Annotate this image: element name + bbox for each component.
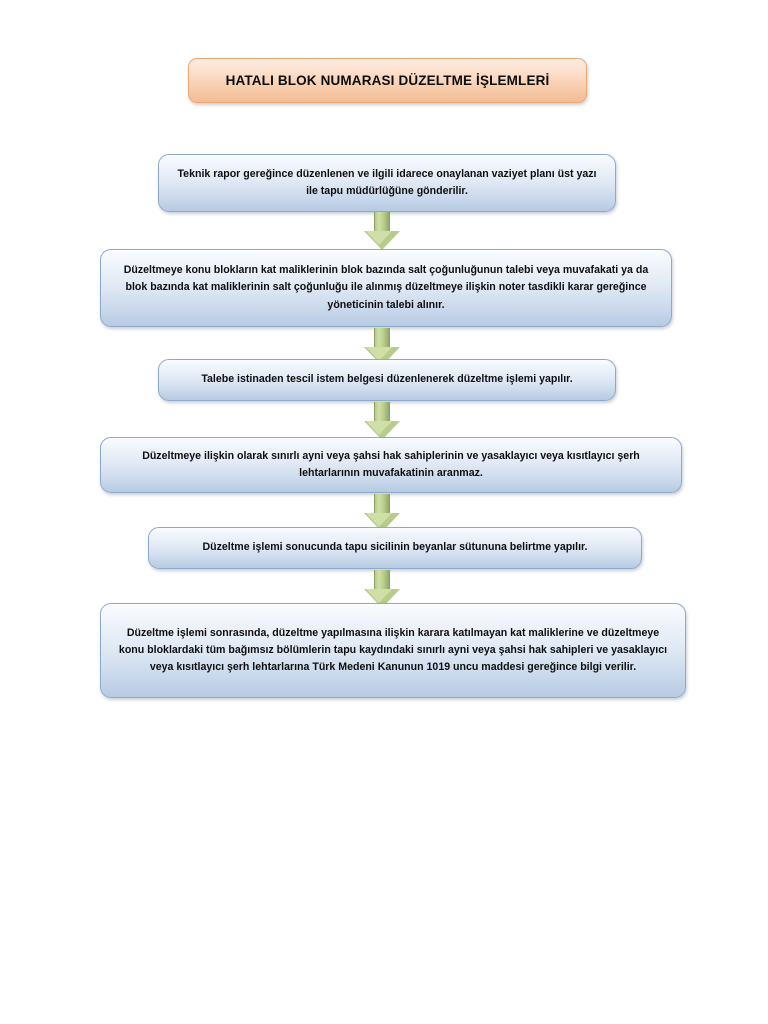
flow-step-text-1: Teknik rapor gereğince düzenlenen ve ilg… [177,167,597,197]
flow-step-box-1: Teknik rapor gereğince düzenlenen ve ilg… [158,154,616,212]
arrow-shaft [374,402,390,422]
flow-step-text-4: Düzeltmeye ilişkin olarak sınırlı ayni v… [142,449,640,479]
arrow-head-highlight [366,347,392,361]
flow-step-text-2: Düzeltmeye konu blokların kat maliklerin… [123,264,649,311]
flow-step-box-3: Talebe istinaden tescil istem belgesi dü… [158,359,616,401]
arrow-head-highlight [366,231,392,245]
arrow-shaft [374,570,390,590]
flowchart-title-text: HATALI BLOK NUMARASI DÜZELTME İŞLEMLERİ [225,73,550,88]
flow-step-text-6: Düzeltme işlemi sonrasında, düzeltme yap… [118,626,668,674]
arrow-head-highlight [366,589,392,603]
flow-step-box-2: Düzeltmeye konu blokların kat maliklerin… [100,249,672,327]
arrow-down-icon-1 [364,212,400,250]
arrow-shaft [374,212,390,232]
flow-step-text-5: Düzeltme işlemi sonucunda tapu sicilinin… [202,541,588,554]
arrow-shaft [374,328,390,348]
flowchart-title-banner: HATALI BLOK NUMARASI DÜZELTME İŞLEMLERİ [188,58,587,103]
flow-step-box-5: Düzeltme işlemi sonucunda tapu sicilinin… [148,527,642,569]
flow-step-box-6: Düzeltme işlemi sonrasında, düzeltme yap… [100,603,686,698]
arrow-head-highlight [366,513,392,527]
arrow-down-icon-3 [364,402,400,440]
flow-step-box-4: Düzeltmeye ilişkin olarak sınırlı ayni v… [100,437,682,493]
flow-step-text-3: Talebe istinaden tescil istem belgesi dü… [201,373,573,386]
arrow-shaft [374,494,390,514]
arrow-head-highlight [366,421,392,435]
